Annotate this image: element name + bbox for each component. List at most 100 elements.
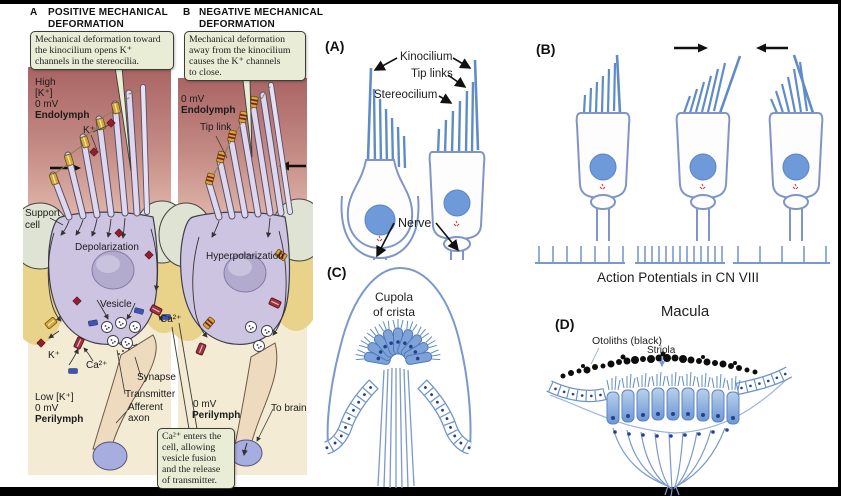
kinocilium-a: [140, 84, 150, 215]
callout-negative-deformation: Mechanical deformation away from the kin…: [184, 31, 306, 81]
macula-base-membrane: [549, 377, 789, 434]
support-cell-label-line2: cell: [25, 220, 41, 231]
kinocilium: [473, 59, 480, 151]
endolymph-k-label: [K⁺]: [35, 88, 53, 99]
type-2-hair-cell: [428, 59, 486, 260]
depolarization-current-arrows: [47, 217, 160, 366]
otoliths-pointer-line: [590, 347, 600, 365]
leader-lines: [49, 124, 274, 442]
endolymph-label-b: Endolymph: [181, 105, 236, 116]
tip-links-label: Tip links: [411, 68, 453, 80]
perilymph-label-b: Perilymph: [192, 410, 241, 421]
panel-a-letter: A: [30, 7, 38, 18]
sketch-panel-b-action-potentials: (B) Action Potentials in CN VIII: [528, 35, 838, 293]
spike-train-increased: [635, 246, 725, 264]
striola-label: Striola: [647, 345, 676, 356]
otoliths-label: Otoliths (black): [592, 335, 663, 347]
panel-a-title-line1: POSITIVE MECHANICAL: [48, 7, 168, 18]
cupola-drawing: [323, 266, 473, 489]
macula-title: Macula: [660, 303, 710, 320]
cupola-label-line2: of crista: [372, 305, 415, 319]
nucleus: [443, 189, 471, 217]
hair-cell-resting: [575, 54, 631, 241]
stereocilium-label: Stereocilium: [374, 89, 438, 101]
panel-letter-b: (B): [536, 41, 556, 57]
action-potentials-drawing: [535, 43, 830, 264]
panel-letter-d: (D): [555, 316, 575, 332]
endolymph-label-a: Endolymph: [35, 110, 90, 121]
sketch-panel-c-cupola: (C) Cupola of crista: [318, 258, 518, 496]
k-out-label: K⁺: [48, 350, 60, 361]
nucleus: [364, 204, 396, 236]
cupola-label-line1: Cupola: [374, 290, 414, 304]
sketch-panel-d-macula: (D) Macula Otoliths (black) Striola: [535, 300, 841, 496]
stereocilia-bundle-b: [204, 82, 293, 221]
hyperpolarization-label: Hyperpolarization: [206, 251, 284, 262]
macula-nerve-fibers: [612, 427, 726, 496]
panel-b-title-line1: NEGATIVE MECHANICAL: [199, 7, 324, 18]
perilymph-mv-label-a: 0 mV: [35, 403, 59, 414]
textbook-figure-hair-cell-transduction: A POSITIVE MECHANICAL DEFORMATION B NEGA…: [23, 5, 323, 489]
hyperpolarization-current-arrows: [192, 217, 287, 338]
endolymph-high-label: High: [35, 77, 56, 88]
stereocilia: [372, 88, 407, 169]
perilymph-lowk-label: Low [K⁺]: [35, 392, 74, 403]
afferent-label-line2: axon: [128, 413, 150, 424]
macula-hair-cells: [606, 371, 741, 425]
hair-cell-a: [48, 211, 159, 355]
ca-label-right: Ca²⁺: [160, 314, 182, 325]
letterbox-right-bar: [838, 0, 841, 496]
macula-drawing: [546, 347, 793, 496]
tip-link-label: Tip link: [200, 122, 232, 133]
spike-train-decreased: [733, 246, 830, 264]
tip-links-a: [52, 89, 141, 176]
deflection-arrow-right: [674, 43, 708, 53]
stereocilia: [436, 81, 475, 155]
crista-hair-cells: [355, 319, 441, 365]
endolymph-mv-label-b: 0 mV: [181, 94, 205, 105]
callout-ca-tail: [171, 322, 198, 430]
nerve-label: Nerve: [398, 216, 432, 230]
endolymph-mv-label: 0 mV: [35, 99, 59, 110]
panel-b-letter: B: [183, 7, 191, 18]
kinocilium-label: Kinocilium: [400, 51, 453, 63]
afferent-axon-b: [229, 342, 278, 467]
spike-train-resting: [535, 246, 625, 264]
sketch-panel-a-hair-cell-types: (A) Kinocilium Tip links Stereocilium Ne…: [318, 32, 530, 260]
deflection-arrow-left: [756, 43, 788, 53]
kinocilium-b: [268, 82, 293, 215]
hair-cell-deflected-toward: [675, 55, 742, 241]
label-arrows: [373, 57, 472, 258]
supporting-cell-chain-left: [323, 379, 379, 455]
support-cell-label-line1: Support: [25, 208, 61, 219]
panel-letter-c: (C): [327, 264, 347, 280]
hair-cell-types-drawing: [340, 57, 486, 260]
type-1-hair-cell: [340, 67, 420, 260]
supporting-cell-dots: [613, 428, 729, 438]
letterbox-top-bar: [0, 0, 841, 4]
perilymph-mv-label-b: 0 mV: [193, 399, 217, 410]
synapse-label: Synapse: [137, 372, 176, 383]
crista-nerve-stalk: [377, 367, 415, 489]
panel-b-title-line2: DEFORMATION: [199, 19, 275, 30]
hair-cell-deflected-away: [768, 54, 824, 241]
perilymph-label-a: Perilymph: [35, 414, 84, 425]
to-brain-label: To brain: [271, 403, 307, 414]
supporting-cell-chain-right: [417, 379, 473, 455]
stereocilia-bundle-a: [48, 84, 150, 221]
supporting-cell-wing-right: [735, 366, 793, 396]
vesicle-label: Vesicle: [100, 299, 132, 310]
action-potentials-caption: Action Potentials in CN VIII: [596, 270, 760, 285]
ca-label-left: Ca²⁺: [86, 360, 108, 371]
nerve-calyx: [340, 195, 420, 260]
hair-cell-transduction-drawing: [23, 66, 313, 475]
letterbox-bottom-bar: [0, 487, 841, 496]
depolarization-label: Depolarization: [75, 242, 139, 253]
panel-a-title-line2: DEFORMATION: [48, 19, 124, 30]
callout-calcium: Ca²⁺ enters the cell, allowing vesicle f…: [157, 428, 235, 489]
kinocilium: [366, 67, 373, 161]
supporting-cell-wing-left: [546, 380, 607, 403]
transmitter-label: Transmitter: [125, 389, 176, 400]
otoliths: [560, 351, 758, 379]
